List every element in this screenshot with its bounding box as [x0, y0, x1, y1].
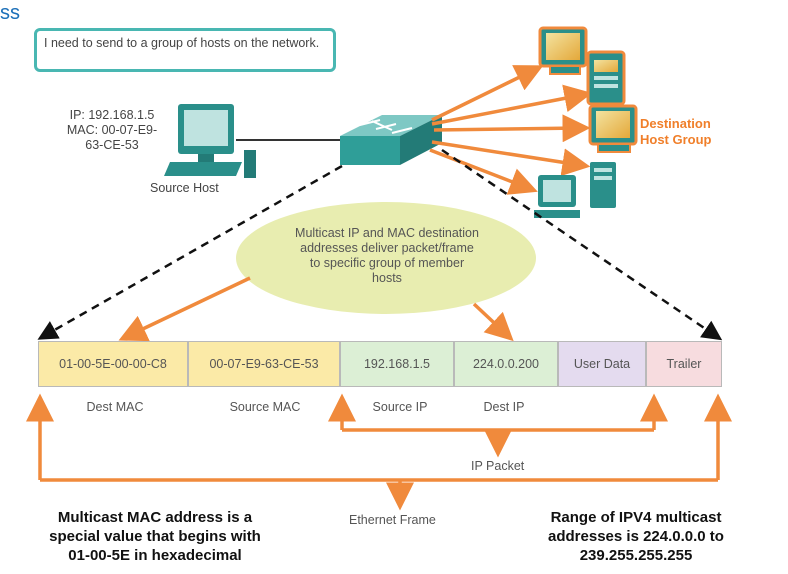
left-note-line3: 01-00-5E in hexadecimal [68, 547, 242, 564]
callout-line4: hosts [372, 271, 402, 285]
multicast-arrows [429, 65, 593, 195]
left-note-line1: Multicast MAC address is a [57, 509, 253, 526]
source-host-computer-icon [164, 104, 256, 178]
field-trailer: Trailer [646, 341, 722, 387]
source-mac-line2: 63-CE-53 [85, 138, 139, 152]
source-host-info: IP: 192.168.1.5 MAC: 00-07-E9- 63-CE-53 [52, 108, 172, 153]
source-ip: IP: 192.168.1.5 [69, 108, 155, 122]
field-source-ip: 192.168.1.5 [340, 341, 454, 387]
destination-label-line1: Destination [640, 116, 711, 131]
right-note-line1: Range of IPV4 multicast [550, 509, 722, 526]
source-host-label: Source Host [150, 181, 219, 195]
multicast-mac-note: Multicast MAC address is a special value… [10, 508, 300, 565]
switch-icon [340, 115, 442, 165]
callout-text: Multicast IP and MAC destination address… [262, 226, 512, 286]
frame-scope-lines [37, 148, 723, 341]
field-user-data: User Data [558, 341, 646, 387]
callout-line3: to specific group of member [309, 256, 465, 270]
destination-computer-icon [538, 26, 588, 75]
right-note-line2: addresses is 224.0.0.0 to [548, 528, 724, 545]
ethernet-frame-bracket [26, 393, 732, 511]
label-source-mac: Source MAC [229, 400, 301, 414]
label-dest-mac: Dest MAC [86, 400, 144, 414]
multicast-range-note: Range of IPV4 multicast addresses is 224… [496, 508, 776, 565]
callout-ellipse [236, 202, 536, 314]
left-note-line2: special value that begins with [49, 528, 261, 545]
corner-text-fragment: ss [0, 2, 20, 24]
callout-arrows [118, 276, 514, 342]
callout-line1: Multicast IP and MAC destination [295, 226, 479, 240]
destination-server-icon [586, 50, 626, 106]
ethernet-frame-label: Ethernet Frame [349, 513, 436, 527]
computer-icon [534, 175, 580, 218]
speech-bubble: I need to send to a group of hosts on th… [34, 28, 336, 72]
label-source-ip: Source IP [372, 400, 428, 414]
server-icon [590, 162, 616, 208]
field-dest-mac: 01-00-5E-00-00-C8 [38, 341, 188, 387]
field-source-mac: 00-07-E9-63-CE-53 [188, 341, 340, 387]
destination-label-line2: Host Group [640, 132, 712, 147]
destination-computer-icon [588, 104, 638, 153]
destination-host-group-label: Destination Host Group [640, 116, 712, 148]
field-dest-ip: 224.0.0.200 [454, 341, 558, 387]
right-note-line3: 239.255.255.255 [579, 547, 693, 564]
ip-packet-bracket [328, 393, 668, 458]
label-dest-ip: Dest IP [483, 400, 525, 414]
ip-packet-label: IP Packet [471, 459, 525, 473]
source-mac-line1: MAC: 00-07-E9- [66, 123, 158, 137]
callout-line2: addresses deliver packet/frame [300, 241, 474, 255]
